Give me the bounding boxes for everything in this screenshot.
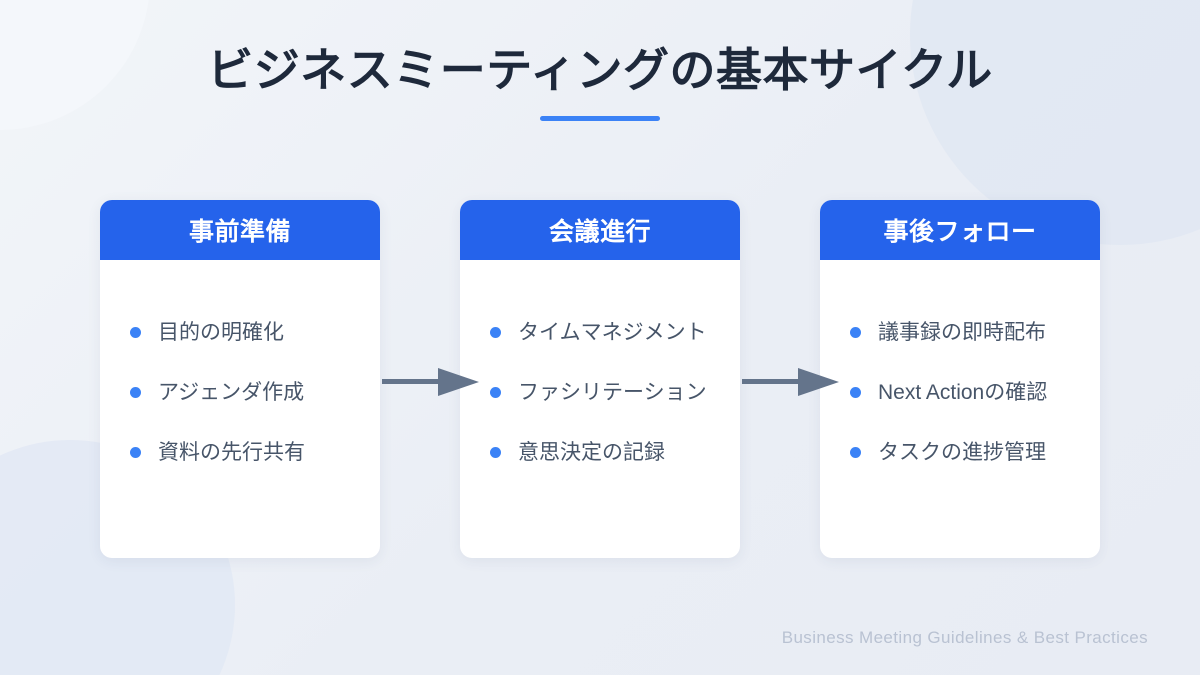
title-block: ビジネスミーティングの基本サイクル xyxy=(0,44,1200,121)
bullet-dot-icon xyxy=(850,386,861,398)
stage-card-2-header: 会議進行 xyxy=(460,200,740,260)
list-item: Next Actionの確認 xyxy=(820,362,1100,422)
bullet-dot-icon xyxy=(490,446,501,458)
list-item: タスクの進捗管理 xyxy=(820,422,1100,482)
bullet-dot-icon xyxy=(130,386,141,398)
stage-card-1-header: 事前準備 xyxy=(100,200,380,260)
stage-card-3-body: 議事録の即時配布 Next Actionの確認 タスクの進捗管理 xyxy=(820,260,1100,482)
list-item: 目的の明確化 xyxy=(100,302,380,362)
list-item-label: Next Actionの確認 xyxy=(878,380,1048,404)
arrow-right-icon xyxy=(742,368,839,396)
list-item: アジェンダ作成 xyxy=(100,362,380,422)
footer-caption: Business Meeting Guidelines & Best Pract… xyxy=(781,628,1148,647)
stage-card-1[interactable]: 事前準備 目的の明確化 アジェンダ作成 資料の先行共有 xyxy=(100,200,380,558)
bullet-dot-icon xyxy=(850,326,861,338)
list-item-label: 目的の明確化 xyxy=(158,320,284,344)
stage-card-2[interactable]: 会議進行 タイムマネジメント ファシリテーション 意思決定の記録 xyxy=(460,200,740,558)
list-item-label: 資料の先行共有 xyxy=(158,440,305,464)
list-item-label: タイムマネジメント xyxy=(518,320,707,344)
list-item-label: 意思決定の記録 xyxy=(518,440,665,464)
bullet-dot-icon xyxy=(850,446,861,458)
stage-card-3-header: 事後フォロー xyxy=(820,200,1100,260)
arrow-right-icon xyxy=(382,368,479,396)
stage-card-1-title: 事前準備 xyxy=(188,218,291,246)
bullet-dot-icon xyxy=(490,386,501,398)
list-item-label: タスクの進捗管理 xyxy=(878,440,1046,464)
list-item-label: ファシリテーション xyxy=(518,380,707,404)
list-item-label: 議事録の即時配布 xyxy=(878,320,1046,344)
stage-card-2-title: 会議進行 xyxy=(548,218,651,246)
list-item: 資料の先行共有 xyxy=(100,422,380,482)
page-title: ビジネスミーティングの基本サイクル xyxy=(207,44,993,96)
list-item: タイムマネジメント xyxy=(460,302,740,362)
list-item: 意思決定の記録 xyxy=(460,422,740,482)
title-underline-accent xyxy=(540,115,660,121)
bullet-dot-icon xyxy=(130,326,141,338)
bullet-dot-icon xyxy=(130,446,141,458)
list-item: 議事録の即時配布 xyxy=(820,302,1100,362)
stage-card-1-body: 目的の明確化 アジェンダ作成 資料の先行共有 xyxy=(100,260,380,482)
stage-card-2-body: タイムマネジメント ファシリテーション 意思決定の記録 xyxy=(460,260,740,482)
bullet-dot-icon xyxy=(490,326,501,338)
stage-card-3[interactable]: 事後フォロー 議事録の即時配布 Next Actionの確認 タスクの進捗管理 xyxy=(820,200,1100,558)
list-item-label: アジェンダ作成 xyxy=(158,380,305,404)
stage-card-3-title: 事後フォロー xyxy=(883,218,1037,246)
list-item: ファシリテーション xyxy=(460,362,740,422)
